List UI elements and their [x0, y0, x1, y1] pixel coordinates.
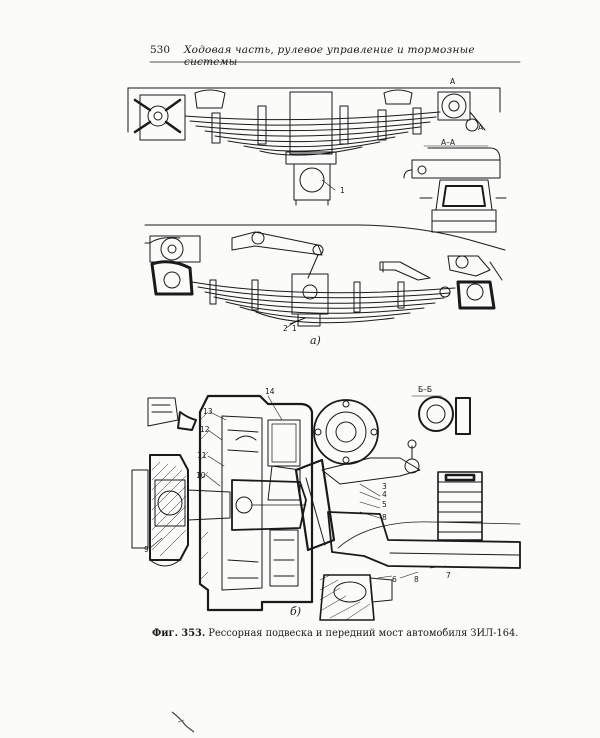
svg-text:А: А: [450, 77, 456, 86]
figure-caption: Фиг. 353. Рессорная подвеска и передний …: [152, 628, 518, 639]
pencil-mark: [171, 711, 195, 733]
svg-text:10: 10: [196, 471, 206, 480]
svg-text:8: 8: [382, 513, 387, 522]
svg-text:9: 9: [144, 545, 149, 554]
svg-text:1: 1: [340, 186, 345, 195]
page-header: 530 Ходовая часть, рулевое управление и …: [150, 42, 520, 68]
svg-text:Б–Б: Б–Б: [418, 385, 432, 394]
svg-text:7: 7: [446, 571, 451, 580]
spring-top-view: [127, 87, 501, 206]
svg-text:2: 2: [283, 324, 288, 333]
figure-caption-label: Фиг. 353.: [152, 628, 206, 639]
page-number: 530: [150, 44, 171, 56]
svg-text:4: 4: [382, 490, 387, 499]
front-axle-section: [131, 179, 521, 621]
spring-side-view: [144, 224, 506, 327]
svg-text:13: 13: [203, 407, 213, 416]
svg-text:14: 14: [265, 387, 275, 396]
subfigure-b-label: б): [290, 605, 302, 618]
section-a-a: [403, 145, 507, 233]
svg-text:1: 1: [292, 324, 297, 333]
subfigure-a-label: а): [310, 334, 321, 347]
svg-text:А: А: [478, 123, 484, 132]
svg-text:3: 3: [382, 482, 387, 491]
svg-text:12: 12: [200, 425, 210, 434]
svg-text:8: 8: [414, 575, 419, 584]
svg-text:6: 6: [392, 575, 397, 584]
svg-text:5: 5: [382, 500, 387, 509]
svg-text:11: 11: [197, 451, 207, 460]
figure-caption-text: Рессорная подвеска и передний мост автом…: [208, 628, 519, 639]
svg-text:А–А: А–А: [441, 138, 456, 147]
